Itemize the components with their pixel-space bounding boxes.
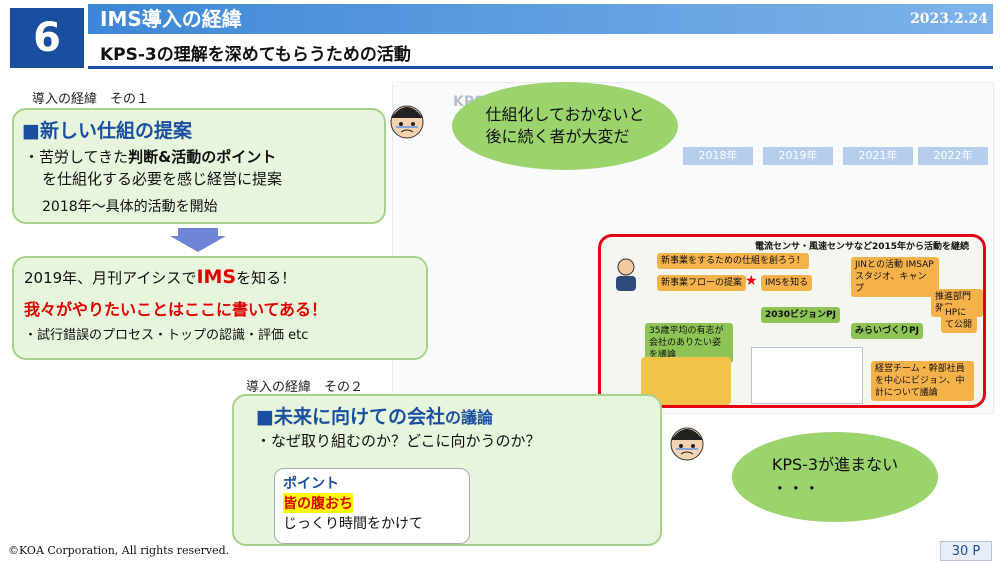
year-label: 2019年 bbox=[763, 147, 833, 165]
slide-number: 6 bbox=[10, 8, 84, 68]
ims-box: 2019年、月刊アイシスでIMSを知る！ 我々がやりたいことはここに書いてある！… bbox=[12, 256, 428, 360]
year-label: 2022年 bbox=[918, 147, 988, 165]
section2-heading: ■未来に向けての会社の議論 bbox=[256, 402, 493, 429]
star-icon: ★ bbox=[745, 273, 758, 289]
section1-line1-prefix: ・苦労してきた bbox=[24, 148, 129, 166]
ims-line1-prefix: 2019年、月刊アイシスで bbox=[24, 269, 197, 287]
section1-heading: ■新しい仕組の提案 bbox=[22, 120, 192, 142]
worried-face-icon bbox=[382, 96, 432, 146]
document-image bbox=[751, 347, 863, 404]
person-icon bbox=[611, 257, 641, 291]
section2-heading-suffix: の議論 bbox=[444, 408, 493, 427]
point-box: ポイント 皆の腹おち じっくり時間をかけて bbox=[274, 468, 470, 544]
chip-mirai: みらいづくりPJ bbox=[851, 323, 923, 339]
page-title: IMS導入の経緯 bbox=[88, 4, 993, 34]
point-highlight: 皆の腹おち bbox=[283, 493, 353, 513]
chip-vision: 2030ビジョンPJ bbox=[761, 307, 840, 323]
timeline-frame: 電流センサ・風速センサなど2015年から活動を継続中。 新事業をするための仕組を… bbox=[598, 234, 986, 408]
bubble-bottom-line1: KPS-3が進まない bbox=[771, 455, 899, 474]
ims-keyword: IMS bbox=[196, 266, 237, 288]
date-label: 2023.2.24 bbox=[910, 11, 988, 27]
ims-line1-suffix: を知る！ bbox=[236, 269, 297, 287]
section1-line2: を仕組化する必要を感じ経営に提案 bbox=[42, 170, 283, 188]
bubble-top-line2: 後に続く者が大変だ bbox=[485, 127, 630, 146]
page-subtitle: KPS-3の理解を深めてもらうための活動 bbox=[100, 45, 411, 65]
chip-flow: 新事業フローの提案 bbox=[657, 275, 747, 291]
down-arrow-icon bbox=[170, 228, 226, 256]
page-title-text: IMS導入の経緯 bbox=[100, 7, 242, 31]
section1-line1-bold: 判断&活動のポイント bbox=[128, 148, 277, 166]
section2-heading-main: ■未来に向けての会社 bbox=[256, 406, 445, 428]
bubble-top-line1: 仕組化しておかないと bbox=[485, 105, 645, 124]
section1-line1: ・苦労してきた判断&活動のポイント bbox=[24, 146, 276, 168]
year-label: 2018年 bbox=[683, 147, 753, 165]
page-number: 30 P bbox=[940, 541, 992, 561]
section1-box: ■新しい仕組の提案 ・苦労してきた判断&活動のポイント を仕組化する必要を感じ経… bbox=[12, 108, 386, 224]
ims-line3: ・試行錯誤のプロセス・トップの認識・評価 etc bbox=[24, 328, 309, 343]
ims-line2: 我々がやりたいことはここに書いてある！ bbox=[24, 300, 328, 319]
speech-bubble-bottom: KPS-3が進まない ・・・ bbox=[732, 432, 938, 522]
section2-tag: 導入の経緯 その２ bbox=[246, 380, 364, 395]
bubble-bottom-line2: ・・・ bbox=[771, 479, 820, 498]
section2-box: ■未来に向けての会社の議論 ・なぜ取り組むのか？どこに向かうのか？ ポイント 皆… bbox=[232, 394, 662, 546]
ims-line1: 2019年、月刊アイシスでIMSを知る！ bbox=[24, 266, 296, 288]
subtitle-underline bbox=[88, 66, 993, 69]
chip-35: 35歳平均の有志が会社のありたい姿を議論 bbox=[645, 323, 733, 363]
chip-ims: IMSを知る bbox=[761, 275, 813, 291]
chip-hp: HPにて公開 bbox=[941, 305, 977, 333]
section1-tag: 導入の経緯 その１ bbox=[32, 92, 150, 107]
speech-bubble-top: 仕組化しておかないと 後に続く者が大変だ bbox=[452, 82, 678, 170]
section2-line1: ・なぜ取り組むのか？どこに向かうのか？ bbox=[256, 432, 541, 450]
chip-exec: 経営チーム・幹部社員を中心にビジョン、中計について議論 bbox=[871, 361, 974, 401]
point-text: じっくり時間をかけて bbox=[283, 516, 423, 532]
chip-jin: JINとの活動 IMSAPスタジオ、キャンプ bbox=[851, 257, 939, 297]
copyright: ©KOA Corporation, All rights reserved. bbox=[8, 544, 230, 557]
worried-face-icon bbox=[662, 418, 712, 468]
year-label: 2021年 bbox=[843, 147, 913, 165]
section1-line3: 2018年～具体的活動を開始 bbox=[42, 199, 218, 215]
point-title: ポイント bbox=[283, 476, 339, 492]
chip-new-biz: 新事業をするための仕組を創ろう！ bbox=[657, 253, 810, 269]
